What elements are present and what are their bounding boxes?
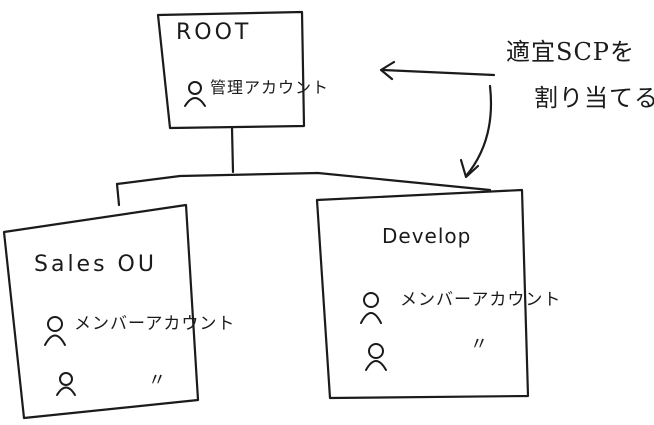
person-icon xyxy=(360,292,382,324)
develop-ditto: 〃 xyxy=(470,334,488,355)
sales-title: Sales OU xyxy=(34,252,157,277)
root-account-label: 管理アカウント xyxy=(210,78,330,97)
arrow-to-root-head xyxy=(379,60,396,81)
person-icon xyxy=(184,81,206,107)
branch-connector xyxy=(115,171,492,192)
note-line-1: 適宜SCPを xyxy=(506,38,635,66)
sales-connector xyxy=(115,182,121,207)
develop-member-label: メンバーアカウント xyxy=(400,290,562,310)
person-icon xyxy=(365,343,387,371)
develop-box xyxy=(315,188,530,400)
arrow-to-root xyxy=(381,68,496,77)
root-connector xyxy=(230,126,235,174)
person-icon xyxy=(44,316,66,346)
arrow-to-develop xyxy=(464,84,493,178)
sales-member-label: メンバーアカウント xyxy=(74,314,236,334)
sales-ditto: 〃 xyxy=(148,370,166,391)
person-icon xyxy=(56,372,76,396)
arrow-to-develop-head xyxy=(459,158,480,179)
sales-box xyxy=(2,203,200,420)
note-line-2: 割り当てる xyxy=(534,84,654,112)
develop-title: Develop xyxy=(382,224,472,248)
root-box xyxy=(156,10,306,130)
root-title: ROOT xyxy=(176,20,252,45)
